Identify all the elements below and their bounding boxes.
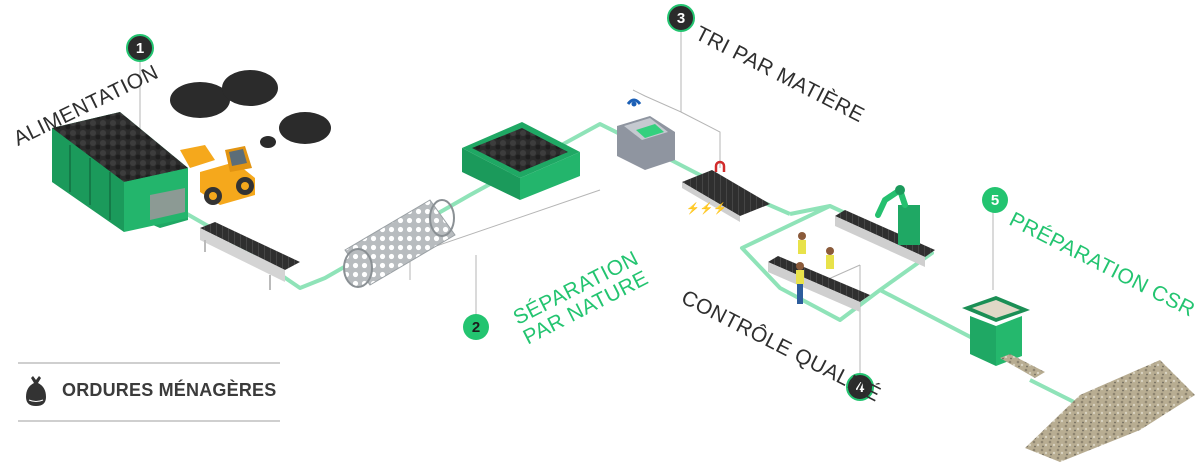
csr-output-pile: [1025, 360, 1195, 462]
waste-piles: [170, 70, 331, 148]
trommel-screen: [343, 199, 456, 288]
step-3-number: 3: [677, 10, 685, 27]
step-2-number: 2: [472, 319, 480, 336]
step-4-badge: 4: [846, 373, 874, 401]
step-4-number: 4: [856, 379, 865, 396]
separation-bin: [462, 122, 580, 200]
workers: [796, 232, 834, 304]
garbage-bag-icon: [24, 374, 48, 413]
step-5-badge: 5: [982, 187, 1008, 213]
step-1-number: 1: [136, 40, 144, 57]
legend: ORDURES MÉNAGÈRES: [18, 362, 280, 422]
step-3-badge: 3: [667, 4, 695, 32]
step-2-badge: 2: [463, 314, 489, 340]
step-5-number: 5: [991, 192, 999, 209]
csr-shredder: [962, 296, 1045, 378]
legend-label: ORDURES MÉNAGÈRES: [62, 380, 277, 400]
magnetic-conveyor: ⚡⚡⚡: [682, 160, 770, 222]
wheel-loader: [180, 145, 255, 205]
feed-hopper: [52, 112, 188, 232]
quality-control-belts: [768, 210, 935, 312]
svg-text:⚡⚡⚡: ⚡⚡⚡: [686, 202, 727, 215]
robotic-arm: [875, 185, 920, 245]
optical-sorter: [617, 98, 675, 170]
step-1-badge: 1: [126, 34, 154, 62]
conveyor-1: [200, 222, 300, 290]
